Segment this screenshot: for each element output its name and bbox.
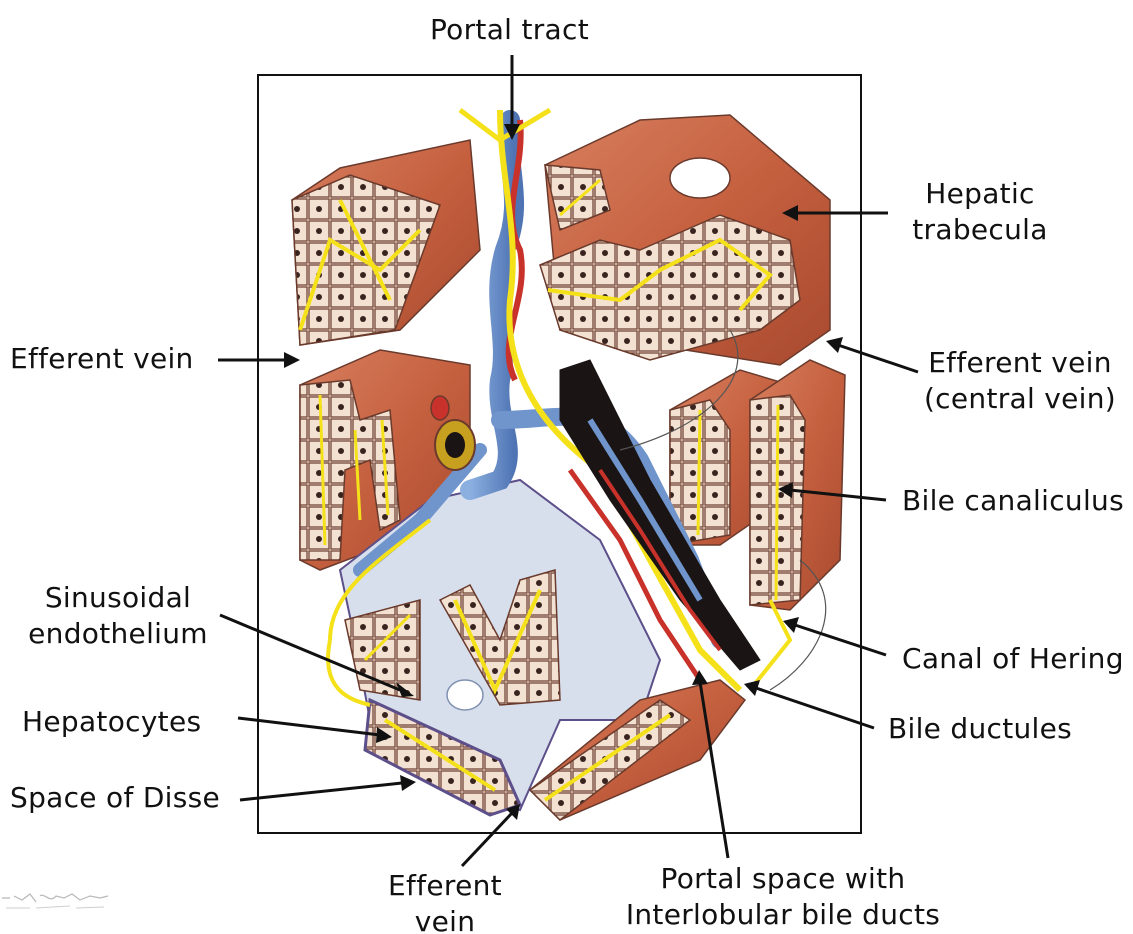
label-portal-space: Portal space with Interlobular bile duct…	[608, 861, 958, 933]
label-sinusoidal-line2: endothelium	[18, 616, 218, 652]
label-portal-space-line1: Portal space with	[608, 861, 958, 897]
label-sinusoidal-endothelium: Sinusoidal endothelium	[18, 580, 218, 652]
label-bile-canaliculus-text: Bile canaliculus	[902, 483, 1124, 519]
label-hepatic-trabecula: Hepatic trabecula	[905, 176, 1055, 248]
label-sinusoidal-line1: Sinusoidal	[18, 580, 218, 616]
label-efferent-vein-left-text: Efferent vein	[10, 341, 194, 377]
label-portal-space-line2: Interlobular bile ducts	[608, 897, 958, 933]
label-efferent-vein-left: Efferent vein	[10, 341, 194, 377]
label-hepatic-trabecula-line2: trabecula	[905, 212, 1055, 248]
label-bile-ductules-text: Bile ductules	[888, 711, 1072, 747]
label-space-of-disse: Space of Disse	[10, 780, 220, 816]
label-efferent-vein-bottom: Efferent vein	[370, 868, 520, 934]
label-efferent-vein-central: Efferent vein (central vein)	[915, 345, 1125, 417]
label-efferent-vein-bottom-line2: vein	[370, 904, 520, 934]
label-canal-of-hering: Canal of Hering	[902, 641, 1124, 677]
label-bile-ductules: Bile ductules	[888, 711, 1072, 747]
label-efferent-vein-bottom-line1: Efferent	[370, 868, 520, 904]
label-canal-of-hering-text: Canal of Hering	[902, 641, 1124, 677]
label-portal-tract: Portal tract	[430, 12, 589, 48]
label-hepatocytes-text: Hepatocytes	[22, 704, 201, 740]
label-hepatic-trabecula-line1: Hepatic	[905, 176, 1055, 212]
label-bile-canaliculus: Bile canaliculus	[902, 483, 1124, 519]
label-portal-tract-text: Portal tract	[430, 12, 589, 48]
label-efferent-vein-central-line2: (central vein)	[915, 381, 1125, 417]
label-efferent-vein-central-line1: Efferent vein	[915, 345, 1125, 381]
label-hepatocytes: Hepatocytes	[22, 704, 201, 740]
watermark-signature	[0, 884, 112, 918]
label-space-of-disse-text: Space of Disse	[10, 780, 220, 816]
